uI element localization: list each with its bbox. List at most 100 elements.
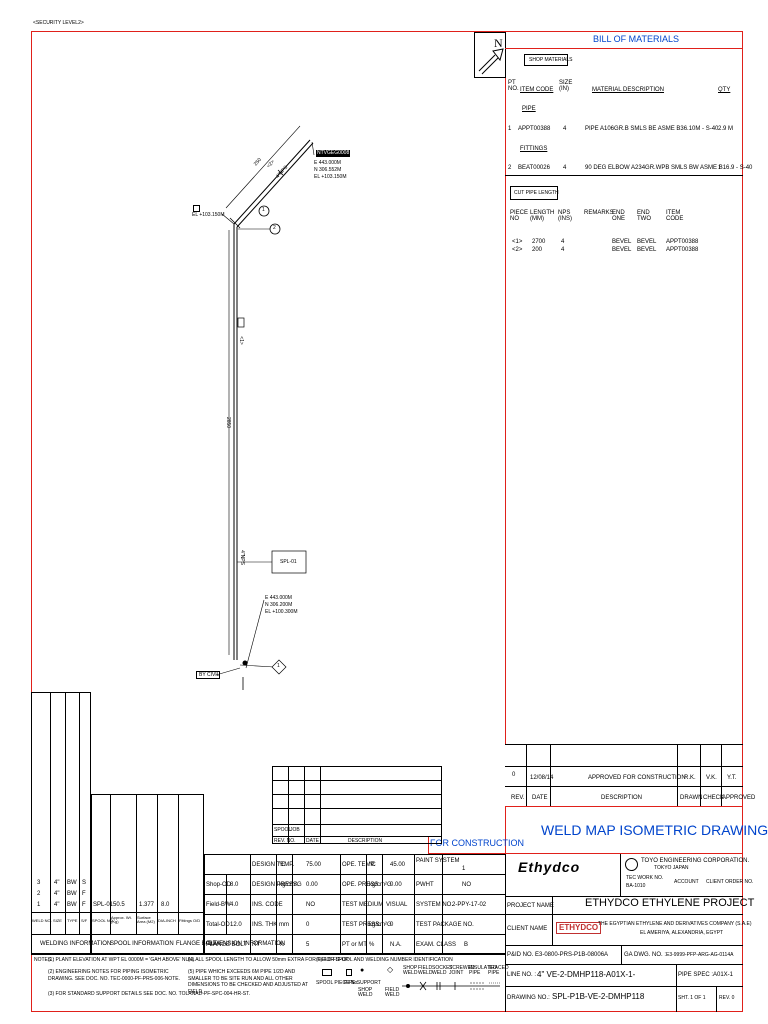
note-line: (3) FOR STANDARD SUPPORT DETAILS SEE DOC… (48, 991, 250, 997)
spool-row-dia: 8.0 (161, 902, 170, 908)
pid-col (621, 945, 622, 964)
proj-line (505, 914, 743, 915)
legend-spool-label: SPOOL PIECE No. (316, 980, 359, 986)
spool-box-line (272, 824, 442, 825)
spool-rev-box (272, 766, 442, 844)
right-panel-divider (505, 31, 506, 744)
sym-h-insulated: INSULATED PIPE (469, 965, 497, 976)
weld-row-no: 2 (37, 891, 41, 897)
shop-weld-icon: ● (360, 967, 365, 974)
logo-bottom-line (505, 896, 743, 897)
weld-row-no: 1 (37, 902, 41, 908)
weld-col (178, 794, 179, 934)
weld-h-sf: S/F (81, 918, 88, 923)
cut-h-remarks: REMARKS (584, 210, 614, 216)
design-label: PT or MT (342, 942, 367, 948)
design-col (226, 874, 227, 934)
by-civil-box: BY CIVIL (196, 671, 220, 679)
weld-footer: WELDING INFORMATION (40, 941, 112, 947)
spool-row-no: SPL-01 (93, 902, 114, 908)
rev-row-date: 12/08/14 (530, 775, 554, 781)
echem-logo: Ethydco (518, 859, 581, 875)
bom-col-qty: QTY (718, 87, 731, 93)
rev-row-desc: APPROVED FOR CONSTRUCTION (588, 775, 686, 781)
design-label: TEST MEDIUM (342, 902, 384, 908)
design-unit: % (369, 942, 375, 948)
weld-h-line (31, 934, 204, 935)
rev-row-drawn: R.K. (684, 775, 696, 781)
rev-col (700, 744, 701, 806)
spool-box-spool: SPOOL (274, 827, 292, 833)
design-value: B (464, 942, 469, 948)
sheet-col (716, 986, 717, 1012)
flange-value: 8.0 (230, 882, 239, 888)
client-logo: ETHYDCO (556, 922, 602, 934)
bom-row-qty: 1 (718, 165, 722, 171)
toyo-name: TOYO ENGINEERING CORPORATION. (641, 858, 750, 864)
rev-row-rev: 0 (512, 772, 516, 778)
spool-piece-icon (322, 969, 332, 976)
line-line (505, 986, 743, 987)
client-order-label: CLIENT ORDER NO. (706, 879, 754, 885)
design-value: 2-PPY-17-02 (452, 902, 487, 908)
account-label: ACCOUNT (674, 879, 699, 885)
field-weld-icon: ◇ (387, 965, 394, 974)
fc-red-vl (428, 836, 429, 853)
design-value: 0.00 (390, 882, 402, 888)
rev-h-approved: APPROVED (722, 795, 756, 801)
spool-footer: SPOOL INFORMATION (110, 941, 174, 947)
cut-h-piece: PIECE NO (510, 210, 529, 222)
weld-h-line (31, 912, 204, 913)
north-label: N (494, 36, 503, 50)
weld-row-type: BW (67, 902, 77, 908)
spool-box-val: JOB (290, 827, 300, 833)
notes-top-line (31, 954, 505, 955)
flange-label: Total-OD (206, 922, 230, 928)
pipe-spec-label: PIPE SPEC : (678, 972, 714, 978)
iso-coord-bot-n: N 306.200M (265, 602, 293, 608)
spool-h-area: Surface Area (M2) (137, 915, 155, 924)
design-unit: °C (279, 862, 286, 868)
rev-col (677, 744, 678, 806)
spool-box-col (304, 766, 305, 844)
design-data-table (204, 854, 506, 954)
weld-row-size: 4" (54, 880, 60, 886)
client-name-label: CLIENT NAME (507, 926, 548, 932)
iso-spool-label: SPL-01 (280, 559, 297, 565)
design-col (276, 854, 277, 954)
flange-bolt-footer: FLANGE BOLT (176, 941, 217, 947)
spool-box-line (272, 836, 442, 837)
design-label: PAINT SYSTEM (416, 858, 460, 864)
weld-h-no: WELD NO. (32, 918, 52, 923)
spool-h-no: SPOOL NO. (92, 918, 114, 923)
rev-h-date: DATE (532, 795, 548, 801)
rev-h-check: CHECK (703, 795, 725, 801)
drawing-no-value: SPL-P1B-VE-2-DMHP118 (552, 992, 645, 1001)
note-line: (4) ALL SPOOL LENGTH TO ALLOW 50mm EXTRA… (188, 957, 349, 963)
bom-row-pt: 1 (508, 126, 512, 132)
spool-box-line (272, 780, 442, 781)
design-row-line (204, 914, 506, 915)
weld-col (136, 794, 137, 934)
cut-row-code: APPT00388 (666, 239, 699, 245)
weld-col (50, 692, 51, 934)
cut-h-length: LENGTH (MM) (530, 210, 555, 222)
design-value: 5 (306, 942, 310, 948)
bom-row-code: APPT00388 (518, 126, 551, 132)
design-unit: kg/cm²G (369, 882, 392, 888)
pid-value: E3-0800-PRS-P1B-08006A (535, 952, 609, 958)
weld-row-sf: S (82, 880, 87, 886)
bom-col-code: ITEM CODE (520, 87, 554, 93)
design-label: OPE. TEMP. (342, 862, 376, 868)
spool-h-dia: DIA-INCH (158, 918, 176, 923)
bom-col-desc: MATERIAL DESCRIPTION (592, 87, 665, 93)
design-value: 1 (462, 866, 466, 872)
sym-h-socket: SOCKET WELD (432, 965, 453, 976)
bubble-mid-label: 2 (273, 225, 276, 231)
bom-col-size: SIZE (IN) (559, 80, 573, 92)
legend-field-label: FIELD WELD (385, 987, 400, 998)
rev-no-label: REV. 0 (719, 995, 735, 1001)
title-red-line (505, 806, 743, 807)
cut-row-end1: BEVEL (612, 239, 632, 245)
bubble-top-label: 1 (262, 207, 265, 213)
